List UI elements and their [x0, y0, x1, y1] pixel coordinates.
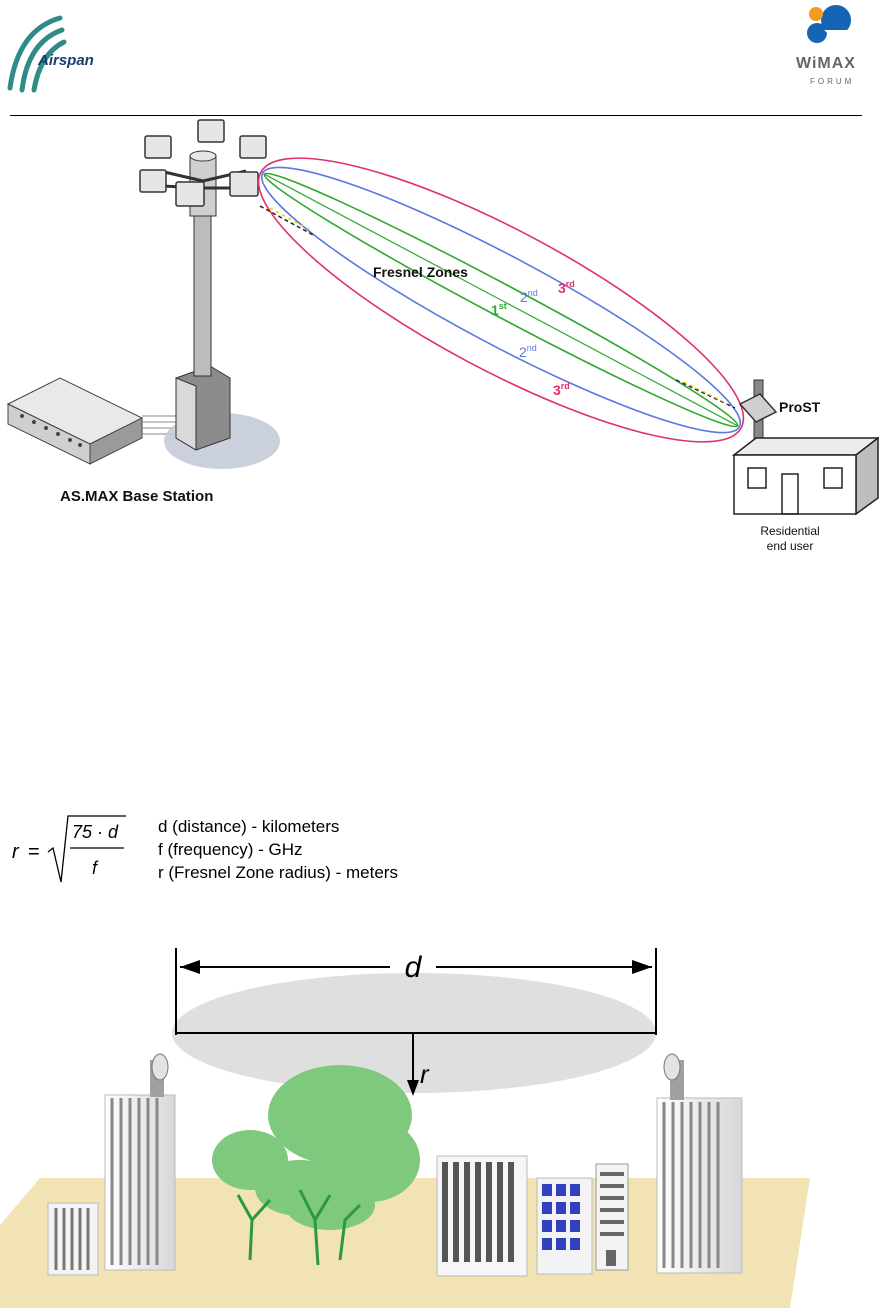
wimax-forum-logo: WiMAX FORUM	[790, 0, 879, 90]
zone-label-3rd-lower: 3rd	[553, 381, 570, 398]
house-label-line1: Residential	[760, 524, 819, 538]
small-left-building	[48, 1203, 98, 1275]
formula-denominator: f	[92, 858, 99, 878]
legend-distance: d (distance) - kilometers	[158, 815, 398, 838]
formula-numerator: 75 · d	[72, 822, 119, 842]
svg-text:=: =	[28, 841, 40, 863]
distance-label: d	[405, 951, 423, 984]
residential-house	[734, 438, 878, 514]
house-label-line2: end user	[767, 539, 814, 553]
left-tower	[105, 1054, 175, 1270]
wimax-logo-text: WiMAX	[796, 55, 856, 72]
fresnel-radius-diagram: d r	[0, 920, 879, 1310]
legend-frequency: f (frequency) - GHz	[158, 838, 398, 861]
right-tower	[657, 1054, 742, 1273]
legend-radius: r (Fresnel Zone radius) - meters	[158, 861, 398, 884]
blue-building	[537, 1178, 592, 1274]
zone-label-2nd-lower: 2nd	[519, 343, 537, 360]
fresnel-zones-title: Fresnel Zones	[373, 264, 468, 280]
fresnel-formula: r = 75 · d f	[8, 808, 148, 886]
formula-lhs: r	[12, 841, 20, 863]
radius-label: r	[420, 1059, 430, 1089]
prost-label: ProST	[779, 399, 821, 415]
base-station-tower	[140, 120, 266, 450]
dark-office-building	[437, 1156, 527, 1276]
grey-building	[596, 1164, 628, 1270]
formula-legend: d (distance) - kilometers f (frequency) …	[158, 815, 398, 884]
zone-label-3rd-upper: 3rd	[558, 279, 575, 296]
rack-device	[8, 378, 176, 464]
airspan-logo-text: Airspan	[37, 52, 94, 69]
fresnel-zone-diagram: Fresnel Zones 1st 2nd 3rd 2nd 3rd ProST …	[0, 116, 879, 566]
zone-label-2nd-upper: 2nd	[520, 288, 538, 305]
base-station-label: AS.MAX Base Station	[60, 488, 213, 505]
airspan-logo: Airspan	[0, 10, 140, 100]
forum-logo-text: FORUM	[810, 77, 854, 86]
zone-label-1st: 1st	[491, 301, 507, 318]
